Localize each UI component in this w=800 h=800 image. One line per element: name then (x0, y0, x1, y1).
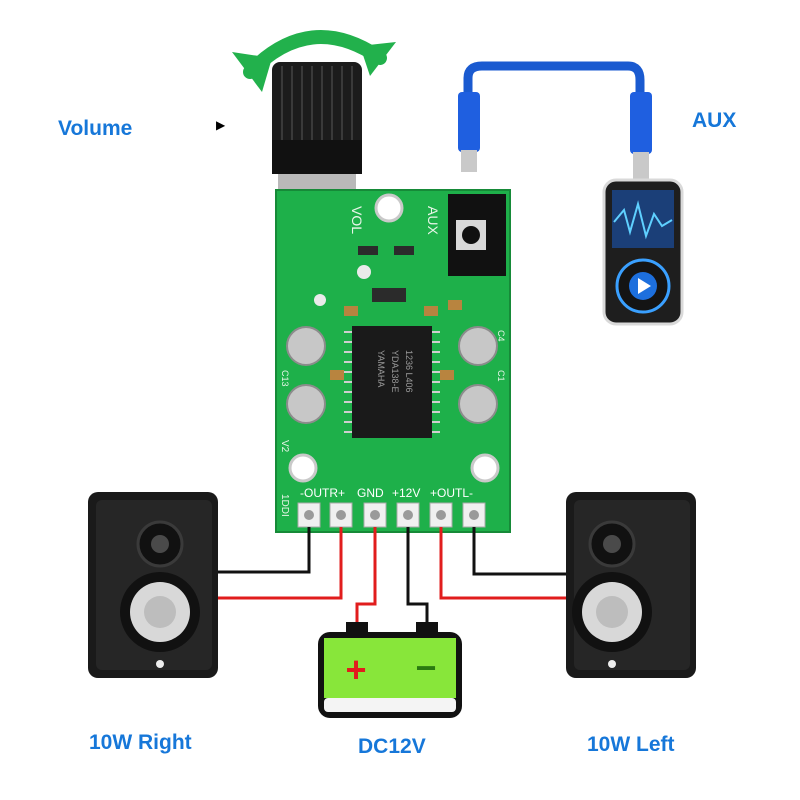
chip-line-1: YAMAHA (376, 350, 386, 387)
c4-silk-label: C4 (496, 330, 506, 342)
rotate-arrow-icon (232, 30, 396, 92)
c1-silk-label: C1 (496, 370, 506, 382)
amplifier-chip: YAMAHA YDA138-E 1236 L406 (344, 326, 440, 438)
vol-silk-label: VOL (349, 206, 365, 234)
pin-label-outl: +OUTL- (430, 486, 473, 500)
mp3-player (602, 178, 684, 326)
left-speaker-label: 10W Left (587, 733, 675, 756)
chip-line-2: YDA138-E (390, 350, 400, 393)
aux-label: AUX (692, 109, 737, 132)
wires (218, 527, 570, 628)
volume-label: Volume (58, 117, 133, 140)
c13-silk-label: C13 (280, 370, 290, 387)
speaker-right (88, 492, 218, 678)
chip-line-3: 1236 L406 (404, 350, 414, 393)
battery-plus-label: + (345, 649, 366, 690)
pcb-board: YAMAHA YDA138-E 1236 L406 VOL AUX C13 C1… (275, 189, 511, 533)
pin-label-outr: -OUTR+ (300, 486, 345, 500)
play-icon (638, 278, 651, 294)
battery: + − (318, 622, 462, 718)
speaker-left (566, 492, 696, 678)
aux-silk-label: AUX (425, 206, 441, 235)
board-id-label: 1DDI (279, 494, 290, 517)
pin-label-gnd: GND (357, 486, 384, 500)
aux-cable (458, 61, 652, 182)
battery-minus-label: − (415, 647, 436, 688)
v2-silk-label: V2 (279, 440, 290, 453)
pin-label-12v: +12V (392, 486, 420, 500)
right-speaker-label: 10W Right (89, 731, 192, 754)
pointer-arrow-icon: ▶ (216, 118, 226, 132)
dc-power-label: DC12V (358, 735, 426, 758)
